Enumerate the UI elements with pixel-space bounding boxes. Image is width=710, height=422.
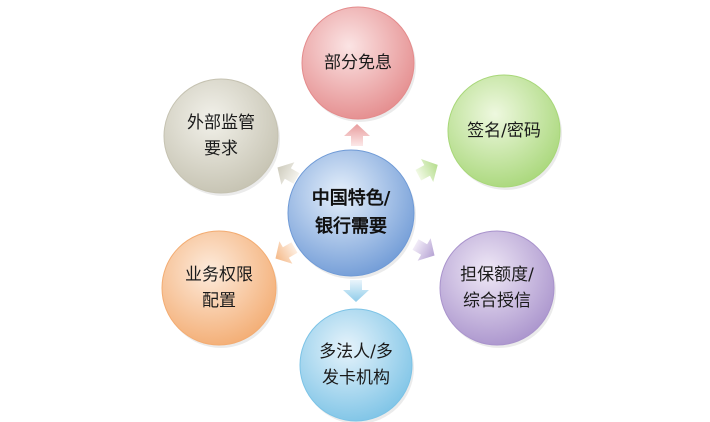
- arrow-business-permission-config: [275, 241, 298, 264]
- node-circle-signature-password: [447, 74, 561, 188]
- node-circle-guarantee-credit-limit: [439, 230, 555, 346]
- arrow-signature-password: [415, 158, 438, 182]
- arrow-guarantee-credit-limit: [412, 238, 435, 261]
- arrow-external-regulatory-requirements: [277, 162, 300, 185]
- arrow-partial-interest-free: [344, 124, 370, 146]
- node-circle-business-permission-config: [161, 230, 277, 346]
- node-circle-partial-interest-free: [301, 6, 415, 120]
- node-circle-multi-legal-person-issuer: [299, 308, 413, 422]
- node-circle-external-regulatory-requirements: [163, 78, 279, 194]
- center-circle: [287, 149, 415, 277]
- arrow-multi-legal-person-issuer: [343, 280, 369, 302]
